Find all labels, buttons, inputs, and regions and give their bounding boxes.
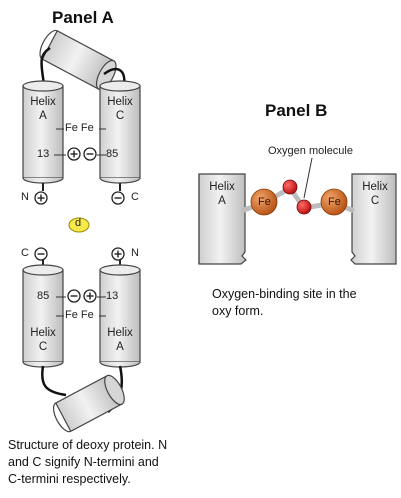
top-helix-a-label: Helix A [23, 95, 63, 123]
iron-right-label: Fe [328, 196, 341, 208]
helix-word: Helix [30, 327, 56, 339]
bottom-loop-left [41, 365, 67, 397]
oxygen-atom-2 [296, 199, 312, 215]
panel-a-caption: Structure of deoxy protein. N and C sign… [8, 437, 208, 488]
top-fe-label: Fe Fe [65, 122, 94, 134]
helix-letter: A [39, 110, 47, 122]
bottom-helix-a [99, 264, 141, 368]
helix-letter: C [370, 195, 380, 207]
oxygen-molecule-label: Oxygen molecule [268, 145, 353, 157]
panel-b-helix-a [198, 173, 247, 265]
bottom-terminus-right: N [131, 247, 139, 259]
top-helix-c [99, 80, 141, 184]
helix-word: Helix [30, 96, 56, 108]
caption-line: Oxygen-binding site in the [212, 287, 357, 301]
top-terminus-left: N [21, 191, 29, 203]
top-loop-left [40, 46, 51, 85]
top-helix-a [22, 80, 64, 184]
top-num-right: 85 [106, 148, 119, 160]
marker-d-label: d [75, 217, 82, 229]
bottom-num-right: 13 [106, 290, 119, 302]
helix-word: Helix [107, 327, 133, 339]
bottom-fe-label: Fe Fe [65, 309, 94, 321]
bottom-helix-c-label: Helix C [23, 326, 63, 354]
iron-atom-left [250, 188, 278, 216]
bottom-connector-cylinder [52, 374, 125, 433]
helix-word: Helix [209, 181, 235, 193]
oxygen-atom-1 [282, 179, 298, 195]
panel-b-helix-a-label: Helix A [200, 180, 244, 208]
top-helix-c-label: Helix C [100, 95, 140, 123]
caption-line: Structure of deoxy protein. N [8, 438, 168, 452]
bottom-num-left: 85 [37, 290, 50, 302]
helix-letter: A [218, 195, 226, 207]
caption-line: oxy form. [212, 304, 264, 318]
top-connector-cylinder [39, 29, 117, 91]
marker-d [68, 217, 90, 233]
panel-b-title: Panel B [265, 101, 328, 120]
bottom-terminus-left: C [21, 247, 29, 259]
panel-b-helix-c-label: Helix C [354, 180, 396, 208]
bottom-helix-a-label: Helix A [100, 326, 140, 354]
helix-letter: A [116, 341, 124, 353]
caption-line: and C signify N-termini and [8, 455, 159, 469]
panel-b-helix-c [350, 173, 397, 265]
iron-left-label: Fe [258, 196, 271, 208]
top-num-left: 13 [37, 148, 50, 160]
helix-word: Helix [107, 96, 133, 108]
helix-word: Helix [362, 181, 388, 193]
iron-atom-right [320, 188, 348, 216]
helix-letter: C [115, 110, 125, 122]
top-terminus-right: C [131, 191, 139, 203]
helix-letter: C [38, 341, 48, 353]
caption-line: C-termini respectively. [8, 472, 131, 486]
panel-b-caption: Oxygen-binding site in the oxy form. [212, 286, 397, 320]
panel-a-title: Panel A [52, 8, 114, 27]
